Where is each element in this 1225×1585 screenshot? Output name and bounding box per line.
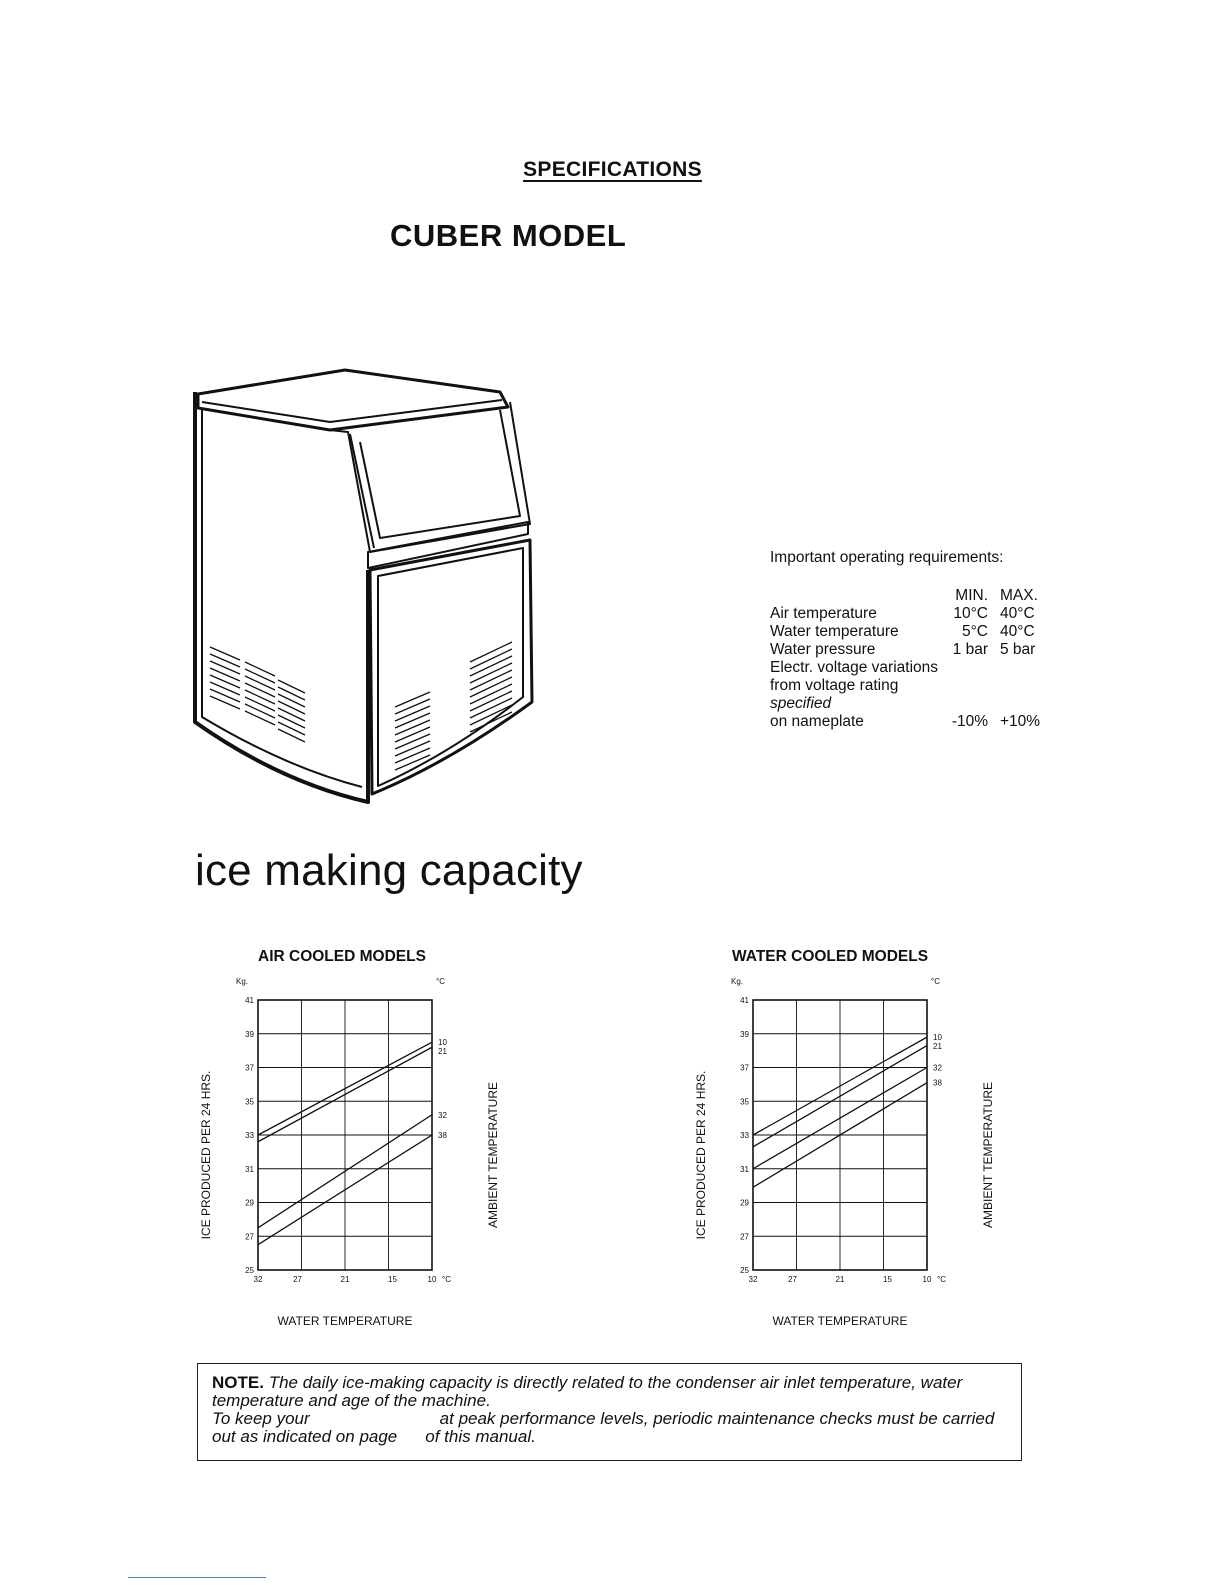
y-tick-label: 33 xyxy=(245,1131,254,1140)
page-heading: SPECIFICATIONS xyxy=(523,158,702,181)
x-tick-label: 21 xyxy=(341,1275,350,1284)
y-unit-label: Kg. xyxy=(731,977,743,986)
water-chart-title: WATER COOLED MODELS xyxy=(732,948,929,965)
note-label: NOTE. xyxy=(212,1373,264,1392)
ice-machine-illustration xyxy=(193,368,534,804)
y-tick-label: 37 xyxy=(245,1064,254,1073)
x-tick-label: 15 xyxy=(883,1275,892,1284)
note-line2-part2: at peak performance levels, periodic mai… xyxy=(212,1409,995,1446)
row-min: 10°C xyxy=(953,605,988,622)
x-tick-label: 10 xyxy=(923,1275,932,1284)
x-tick-label: 10 xyxy=(428,1275,437,1284)
row-label: on nameplate xyxy=(770,713,864,730)
series-line xyxy=(257,1046,433,1143)
y-tick-label: 33 xyxy=(740,1131,749,1140)
x-tick-label: 27 xyxy=(293,1275,302,1284)
x-unit-label: °C xyxy=(442,1275,451,1284)
section-title: ice making capacity xyxy=(195,846,583,895)
col-max-header: MAX. xyxy=(1000,587,1038,604)
series-line xyxy=(257,1114,433,1229)
note-line2-part3: of this manual. xyxy=(425,1427,536,1446)
note-box: NOTE. The daily ice-making capacity is d… xyxy=(197,1363,1022,1461)
series-label: 32 xyxy=(438,1111,447,1120)
air-chart-title: AIR COOLED MODELS xyxy=(258,948,426,965)
requirements-header-row: MIN. MAX. xyxy=(770,587,1052,605)
table-row: on nameplate -10% +10% xyxy=(770,713,1052,731)
right-axis-title: AMBIENT TEMPERATURE xyxy=(981,1082,995,1228)
series-label: 10 xyxy=(933,1033,942,1042)
y-tick-label: 27 xyxy=(245,1232,254,1241)
y-tick-label: 39 xyxy=(245,1030,254,1039)
right-axis-title: AMBIENT TEMPERATURE xyxy=(486,1082,500,1228)
note-line1: The daily ice-making capacity is directl… xyxy=(212,1373,963,1410)
x-axis-title: WATER TEMPERATURE xyxy=(278,1314,413,1328)
y-tick-label: 29 xyxy=(740,1199,749,1208)
row-max: 40°C xyxy=(1000,623,1035,640)
x-tick-label: 32 xyxy=(749,1275,758,1284)
series-label: 10 xyxy=(438,1038,447,1047)
series-line xyxy=(752,1036,928,1136)
y-tick-label: 35 xyxy=(245,1097,254,1106)
table-row: Water pressure 1 bar 5 bar xyxy=(770,641,1052,659)
x-unit-label: °C xyxy=(937,1275,946,1284)
row-max: 40°C xyxy=(1000,605,1035,622)
row-max: 5 bar xyxy=(1000,641,1036,658)
table-row: Water temperature 5°C 40°C xyxy=(770,623,1052,641)
series-label: 38 xyxy=(933,1079,942,1088)
x-tick-label: 27 xyxy=(788,1275,797,1284)
y-tick-label: 25 xyxy=(245,1266,254,1275)
y-tick-label: 41 xyxy=(245,996,254,1005)
footer-link-underline xyxy=(128,1577,266,1578)
series-line xyxy=(257,1134,433,1246)
series-label: 38 xyxy=(438,1131,447,1140)
series-label: 21 xyxy=(933,1042,942,1051)
row-label: from voltage rating xyxy=(770,677,899,694)
y-tick-label: 27 xyxy=(740,1232,749,1241)
series-line xyxy=(752,1066,928,1170)
model-title: CUBER MODEL xyxy=(390,218,627,253)
x-tick-label: 21 xyxy=(836,1275,845,1284)
row-max: +10% xyxy=(1000,713,1041,730)
table-row: from voltage rating xyxy=(770,677,1052,695)
col-min-header: MIN. xyxy=(955,587,988,604)
row-label: Water pressure xyxy=(770,641,876,658)
requirements-title: Important operating requirements: xyxy=(770,549,1004,566)
y-axis-title: ICE PRODUCED PER 24 HRS. xyxy=(199,1071,213,1240)
table-row: specified xyxy=(770,695,1052,713)
right-unit-label: °C xyxy=(436,977,445,986)
row-min: 5°C xyxy=(961,623,988,640)
note-line2-part1: To keep your xyxy=(212,1409,310,1428)
series-line xyxy=(752,1045,928,1148)
y-tick-label: 29 xyxy=(245,1199,254,1208)
series-line xyxy=(752,1082,928,1188)
y-tick-label: 35 xyxy=(740,1097,749,1106)
y-unit-label: Kg. xyxy=(236,977,248,986)
y-tick-label: 39 xyxy=(740,1030,749,1039)
requirements-table: MIN. MAX. Air temperature 10°C 40°C Wate… xyxy=(770,587,1052,731)
x-axis-title: WATER TEMPERATURE xyxy=(773,1314,908,1328)
row-label: Electr. voltage variations xyxy=(770,659,939,676)
row-label: specified xyxy=(770,695,832,712)
y-tick-label: 25 xyxy=(740,1266,749,1275)
series-line xyxy=(257,1041,433,1136)
series-label: 32 xyxy=(933,1064,942,1073)
table-row: Air temperature 10°C 40°C xyxy=(770,605,1052,623)
y-tick-label: 41 xyxy=(740,996,749,1005)
x-tick-label: 32 xyxy=(254,1275,263,1284)
y-tick-label: 31 xyxy=(245,1165,254,1174)
right-unit-label: °C xyxy=(931,977,940,986)
row-min: -10% xyxy=(951,713,988,730)
row-label: Water temperature xyxy=(770,623,899,640)
series-label: 21 xyxy=(438,1047,447,1056)
table-row: Electr. voltage variations xyxy=(770,659,1052,677)
y-tick-label: 31 xyxy=(740,1165,749,1174)
row-label: Air temperature xyxy=(770,605,877,622)
x-tick-label: 15 xyxy=(388,1275,397,1284)
y-tick-label: 37 xyxy=(740,1064,749,1073)
row-min: 1 bar xyxy=(952,641,988,658)
y-axis-title: ICE PRODUCED PER 24 HRS. xyxy=(694,1071,708,1240)
